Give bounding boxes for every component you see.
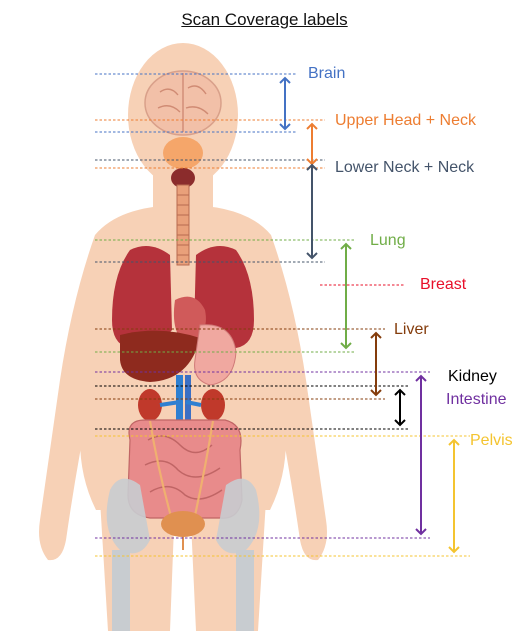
right-kidney: [201, 389, 225, 421]
label-breast: Breast: [420, 277, 466, 293]
label-upper-head-neck: Upper Head + Neck: [335, 113, 476, 129]
label-kidney: Kidney: [448, 369, 497, 385]
trachea: [177, 185, 189, 265]
bladder: [161, 511, 205, 537]
page-title: Scan Coverage labels: [0, 10, 529, 30]
label-pelvis: Pelvis: [470, 433, 513, 449]
brain: [145, 71, 221, 135]
label-lower-neck-neck: Lower Neck + Neck: [335, 160, 474, 176]
left-kidney: [138, 389, 162, 421]
label-liver: Liver: [394, 322, 429, 338]
label-intestine: Intestine: [446, 392, 506, 408]
label-lung: Lung: [370, 233, 406, 249]
thyroid: [163, 137, 203, 169]
label-brain: Brain: [308, 66, 345, 82]
